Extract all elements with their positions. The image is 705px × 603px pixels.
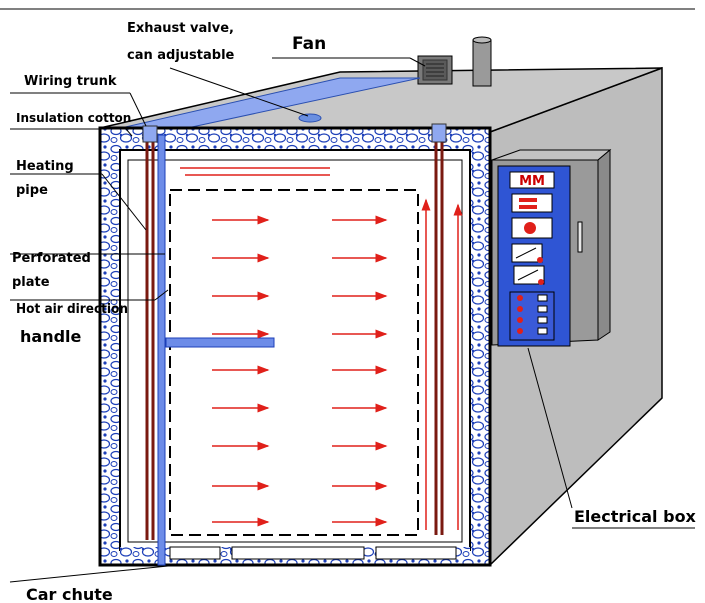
right-heating-pipe	[431, 123, 447, 535]
handle-bar	[165, 337, 275, 348]
perforated-plate	[169, 189, 419, 536]
label-handle: handle	[20, 327, 82, 346]
fan	[417, 55, 453, 85]
label-heating-1: Heating	[16, 159, 74, 174]
guide-rod	[157, 134, 166, 566]
hot-air-arrows	[212, 215, 388, 527]
label-exhaust-valve-2: can adjustable	[127, 48, 235, 63]
inner-liner	[127, 159, 463, 543]
left-heating-pipe	[142, 125, 158, 540]
label-perforated-2: plate	[12, 275, 50, 290]
electrical-box: MM	[491, 148, 612, 347]
label-wiring-trunk: Wiring trunk	[24, 74, 117, 89]
leader-lines	[9, 57, 695, 583]
label-hot-air-direction: Hot air direction	[16, 302, 128, 317]
label-car-chute: Car chute	[26, 585, 113, 603]
label-fan: Fan	[292, 34, 326, 54]
label-heating-2: pipe	[16, 183, 48, 198]
label-electrical-box: Electrical box	[574, 507, 697, 526]
exhaust-valve	[298, 113, 322, 123]
panel-display: MM	[519, 174, 545, 189]
exhaust-chimney	[472, 36, 492, 87]
label-exhaust-valve-1: Exhaust valve,	[127, 21, 234, 36]
car-chute-rails	[120, 546, 470, 563]
label-insulation-cotton: Insulation cotton	[16, 111, 131, 125]
label-perforated-1: Perforated	[12, 251, 91, 266]
